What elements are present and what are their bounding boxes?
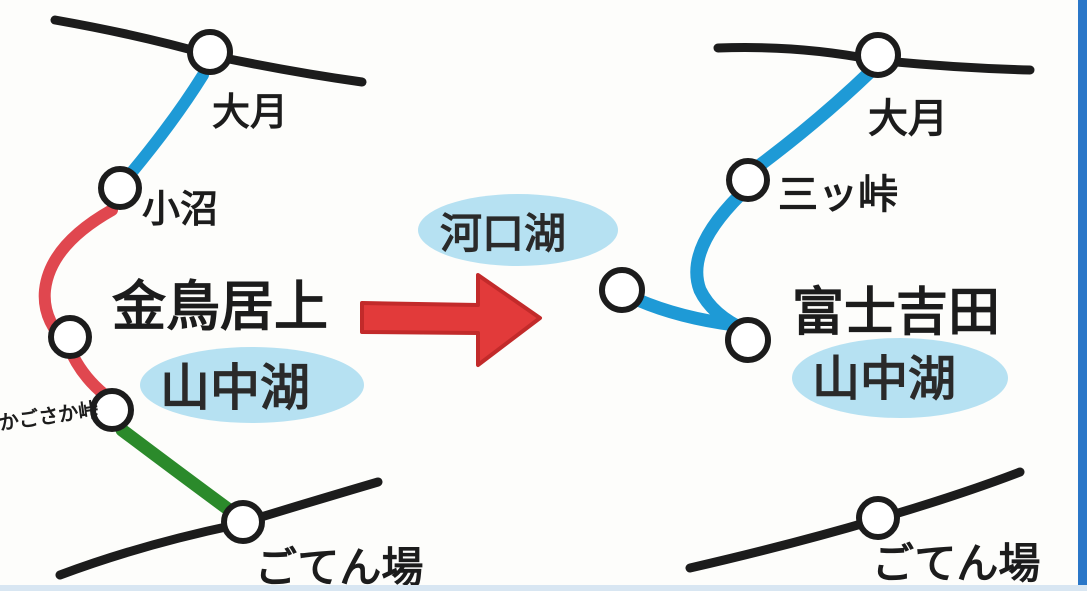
left-station-kintoriijo xyxy=(48,315,92,359)
transition-arrow xyxy=(360,273,542,367)
left-green-line xyxy=(115,423,239,519)
center-label-lake: 河口湖 xyxy=(440,209,566,258)
right-label-lake: 山中湖 xyxy=(812,351,956,407)
right-edge-border xyxy=(1078,0,1087,591)
left-label-kintoriijo: 金鳥居上 xyxy=(111,275,328,338)
right-lake-blob xyxy=(792,338,1008,418)
left-label-pass: かごさか峠 xyxy=(0,397,100,435)
right-label-otsuki: 大月 xyxy=(868,96,948,142)
left-label-onuma: 小沼 xyxy=(142,187,218,231)
right-station-fujiyoshida xyxy=(725,317,771,363)
right-label-gotemba: ごてん場 xyxy=(872,539,1040,588)
right-label-fujiyoshida: 富士吉田 xyxy=(792,283,1000,343)
center-lake-blob xyxy=(418,194,618,266)
left-station-onuma xyxy=(98,166,142,210)
left-label-gotemba: ごてん場 xyxy=(255,543,423,591)
right-station-kawaguchiko xyxy=(599,267,645,313)
right-station-gotemba xyxy=(856,496,900,540)
right-station-mitsutoge xyxy=(726,158,770,202)
right-blue-branch xyxy=(631,293,742,332)
right-label-mitsutoge: 三ッ峠 xyxy=(778,172,898,218)
left-station-otsuki xyxy=(187,29,233,75)
left-label-lake: 山中湖 xyxy=(160,359,310,417)
left-station-pass xyxy=(90,388,134,432)
left-red-line xyxy=(38,204,118,401)
left-blue-line xyxy=(126,69,209,178)
left-station-gotemba xyxy=(221,500,265,544)
bottom-edge-border xyxy=(0,585,1087,591)
right-blue-line-upper xyxy=(753,65,877,172)
left-lake-blob xyxy=(140,347,364,423)
left-label-otsuki: 大月 xyxy=(212,90,288,134)
right-blue-line-lower xyxy=(690,188,752,337)
right-station-otsuki xyxy=(855,32,901,78)
